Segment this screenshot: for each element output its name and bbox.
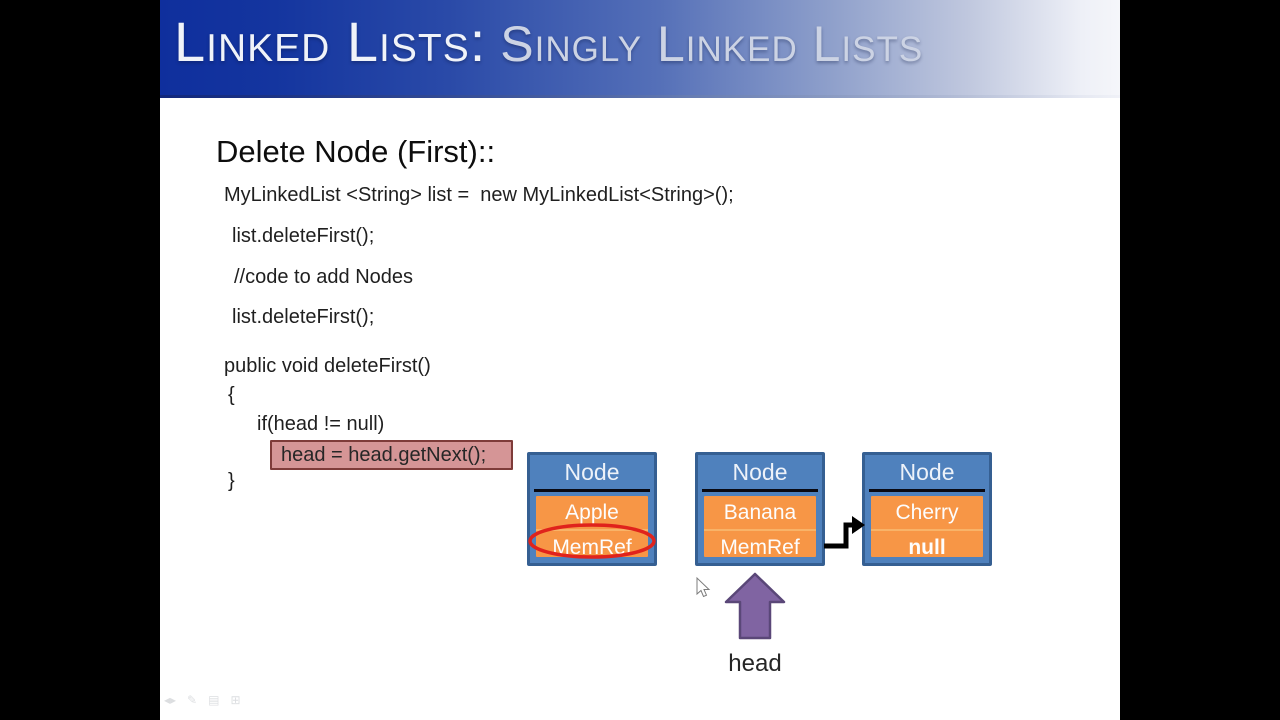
mouse-cursor-icon <box>696 576 711 598</box>
node-box-apple: Node Apple MemRef <box>527 452 657 566</box>
code-line-open-brace: { <box>228 384 235 406</box>
slide-title-secondary: Singly Linked Lists <box>500 15 924 72</box>
highlighted-code-text: head = head.getNext(); <box>281 444 487 466</box>
node-fields: Cherry null <box>871 496 983 559</box>
node-title: Node <box>899 459 955 485</box>
slides-grid-icon[interactable]: ▤ <box>208 693 220 707</box>
code-line-comment: //code to add Nodes <box>234 266 414 288</box>
next-pointer-arrow <box>824 522 853 549</box>
code-line-declaration: MyLinkedList <String> list = new MyLinke… <box>224 184 734 206</box>
code-line-deletefirst-call-2: list.deleteFirst(); <box>232 306 375 328</box>
node-fields: Banana MemRef <box>704 496 816 559</box>
code-line-deletefirst-call-1: list.deleteFirst(); <box>232 225 375 247</box>
node-ref-cell: MemRef <box>536 529 648 564</box>
node-ref-cell: MemRef <box>704 529 816 564</box>
highlighted-code-box: head = head.getNext(); <box>270 440 513 470</box>
node-divider-line <box>869 489 985 492</box>
code-line-method-signature: public void deleteFirst() <box>224 355 431 377</box>
pen-icon[interactable]: ✎ <box>187 693 198 707</box>
node-value-cell: Banana <box>723 501 797 524</box>
node-title: Node <box>732 459 788 485</box>
node-divider-line <box>534 489 650 492</box>
slide-title: Linked Lists:Singly Linked Lists <box>160 0 923 106</box>
slide-canvas: Linked Lists:Singly Linked Lists Delete … <box>160 0 1120 720</box>
slide-header: Linked Lists:Singly Linked Lists <box>160 0 1120 98</box>
code-line-if-statement: if(head != null) <box>257 413 385 435</box>
node-divider-line <box>702 489 818 492</box>
header-accent-line <box>160 95 1120 98</box>
slide-heading: Delete Node (First):: <box>216 134 496 169</box>
node-value-cell: Apple <box>565 501 619 524</box>
nav-arrows-icon[interactable]: ◂▸ <box>164 693 177 707</box>
head-pointer-arrow-icon <box>724 572 786 640</box>
node-box-banana: Node Banana MemRef <box>695 452 825 566</box>
node-null-cell: null <box>871 529 983 564</box>
node-value-cell: Cherry <box>895 501 959 524</box>
node-box-cherry: Node Cherry null <box>862 452 992 566</box>
code-line-close-brace: } <box>228 470 235 492</box>
more-options-icon[interactable]: ⊞ <box>230 693 241 707</box>
slideshow-controls: ◂▸ ✎ ▤ ⊞ <box>164 693 241 707</box>
slide-title-primary: Linked Lists: <box>174 9 487 73</box>
head-label: head <box>728 650 782 677</box>
node-fields: Apple MemRef <box>536 496 648 559</box>
node-title: Node <box>564 459 620 485</box>
